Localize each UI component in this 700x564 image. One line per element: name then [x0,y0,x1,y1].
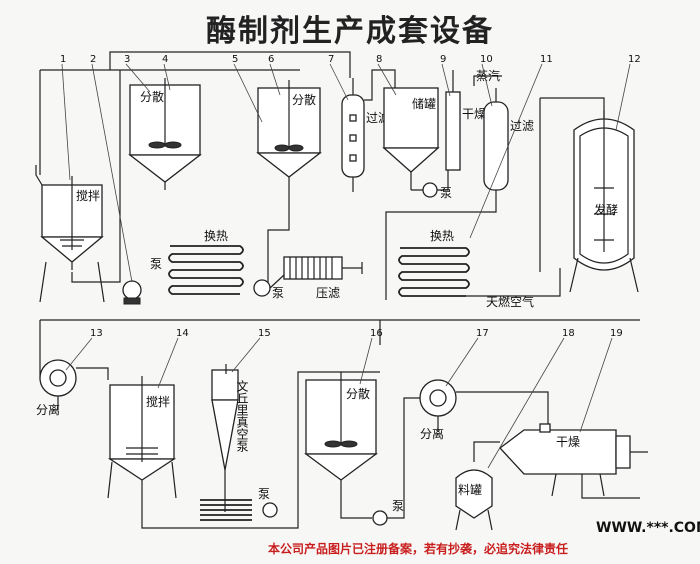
material-label: 料罐 [458,483,482,497]
disperse-tank-2: 分散 [256,80,322,285]
storage-tank: 储罐 泵 [382,87,452,200]
disperse-label-2: 分散 [292,92,316,107]
copyright-notice: 本公司产品图片已注册备案，若有抄袭，必追究法律责任 [268,542,569,556]
number-1: 1 [60,54,66,65]
filter-column-1: 过滤 [341,69,396,192]
separator-1: 分离 [36,359,109,417]
number-3: 3 [124,54,130,65]
dry-label-1: 干燥 [462,107,486,121]
number-12: 12 [628,54,641,65]
number-4: 4 [162,54,168,65]
pump-label-3: 泵 [272,286,284,300]
disperse-label-1: 分散 [140,89,164,104]
number-16: 16 [370,328,383,339]
air-line: 天燃空气 [466,268,561,309]
separate-label-2: 分离 [420,426,444,441]
material-tank: 料罐 [455,441,500,531]
press-filter: 泵 压滤 [253,256,363,300]
heat-exchanger-2: 换热 [398,229,470,297]
number-7: 7 [328,54,334,65]
pump-label-5: 泵 [392,499,404,513]
stir-label-1: 搅拌 [76,188,100,203]
number-9: 9 [440,54,446,65]
heat-exchanger-1: 换热 [168,229,244,295]
pump-label-2: 泵 [440,186,452,200]
venturi-vacuum-pump: 文丘里真空泵 泵 [200,364,278,521]
number-18: 18 [562,328,575,339]
air-label: 天燃空气 [486,294,534,309]
number-14: 14 [176,328,189,339]
number-13: 13 [90,328,103,339]
fermenter: 发酵 [539,97,639,293]
stir-tank-2: 搅拌 [107,376,177,499]
dryer-drum: 干燥 [499,423,648,499]
number-19: 19 [610,328,623,339]
number-17: 17 [476,328,489,339]
filter-column-2: 蒸汽 过滤 [385,68,534,300]
disperse-tank-1: 分散 [128,78,202,190]
filter-label-2: 过滤 [510,119,534,133]
item-numbers: 1 2 3 4 5 6 7 8 9 10 11 12 13 14 15 16 1… [60,54,641,339]
watermark: WWW.***.COM [596,520,700,536]
vacuum-label: 文丘里真空泵 [235,379,249,452]
number-6: 6 [268,54,274,65]
storage-label: 储罐 [412,96,436,111]
disperse-label-3: 分散 [346,386,370,401]
press-filter-label: 压滤 [316,286,340,300]
number-2: 2 [90,54,96,65]
top-pipe [39,51,351,175]
separate-label-1: 分离 [36,402,60,417]
separator-2: 分离 [419,379,549,441]
dry-label-2: 干燥 [556,435,580,449]
disperse-tank-3: 分散 泵 [304,372,420,526]
stir-label-2: 搅拌 [146,394,170,409]
number-11: 11 [540,54,553,65]
leader-lines [61,63,631,469]
number-8: 8 [376,54,382,65]
number-10: 10 [480,54,493,65]
number-5: 5 [232,54,238,65]
dryer-column: 干燥 [445,70,486,171]
middle-pipe [39,319,640,378]
heat-label-1: 换热 [204,229,228,243]
steam-label: 蒸汽 [476,68,500,83]
page-title: 酶制剂生产成套设备 [206,14,494,49]
heat-label-2: 换热 [430,229,454,243]
bottom-return-pipe [141,371,380,529]
pump-label-1: 泵 [150,257,162,271]
number-15: 15 [258,328,271,339]
pump-label-4: 泵 [258,487,270,501]
ferment-label: 发酵 [594,202,618,217]
